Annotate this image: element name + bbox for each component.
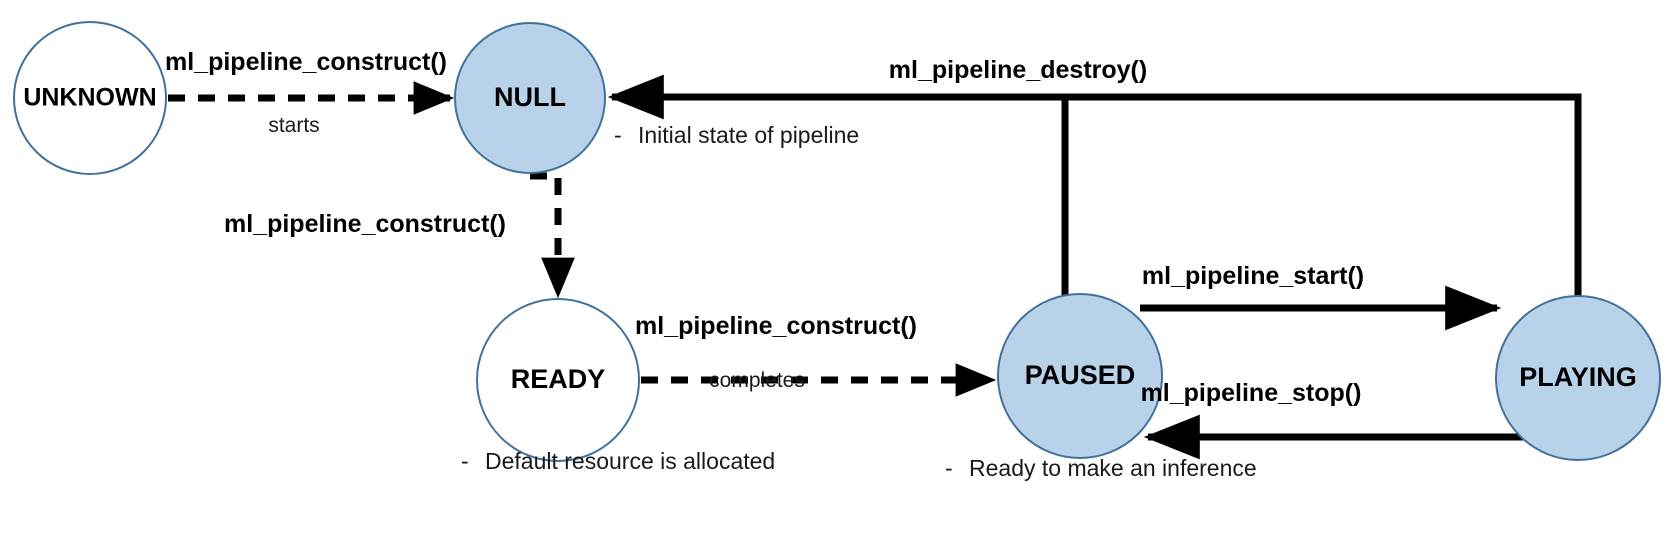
edge-label-paused-to-playing: ml_pipeline_start() <box>1142 262 1364 290</box>
edge-label-null-to-ready: ml_pipeline_construct() <box>224 210 506 238</box>
note-null-bullet: - <box>614 122 622 148</box>
transition-null-to-ready <box>530 172 575 299</box>
state-node-null[interactable]: NULL <box>454 22 606 174</box>
state-node-ready[interactable]: READY <box>476 298 640 462</box>
note-ready-bullet: - <box>461 448 469 474</box>
edge-label-ready-to-paused: ml_pipeline_construct() <box>635 312 917 340</box>
state-node-paused[interactable]: PAUSED <box>997 293 1163 459</box>
note-paused-bullet: - <box>945 455 953 481</box>
state-node-playing[interactable]: PLAYING <box>1495 295 1661 461</box>
edge-label-playing-to-paused: ml_pipeline_stop() <box>1141 379 1362 407</box>
note-null-text: Initial state of pipeline <box>638 122 859 148</box>
state-label-null: NULL <box>494 82 566 112</box>
edge-sublabel-ready-to-paused: completes <box>709 369 805 392</box>
note-paused: - Ready to make an inference <box>945 455 1257 481</box>
state-label-ready: READY <box>511 364 606 394</box>
state-label-playing: PLAYING <box>1519 362 1637 392</box>
edge-label-destroy-to-null: ml_pipeline_destroy() <box>889 56 1147 84</box>
state-node-unknown[interactable]: UNKNOWN <box>13 21 167 175</box>
edge-sublabel-unknown-to-null: starts <box>268 114 319 137</box>
note-paused-text: Ready to make an inference <box>969 455 1257 481</box>
edge-label-unknown-to-null: ml_pipeline_construct() <box>165 48 447 76</box>
note-ready-text: Default resource is allocated <box>485 448 775 474</box>
transition-destroy-to-null <box>607 74 1582 378</box>
state-label-paused: PAUSED <box>1025 360 1136 390</box>
state-label-unknown: UNKNOWN <box>23 84 156 112</box>
note-null: - Initial state of pipeline <box>614 122 859 148</box>
note-ready: - Default resource is allocated <box>461 448 775 474</box>
